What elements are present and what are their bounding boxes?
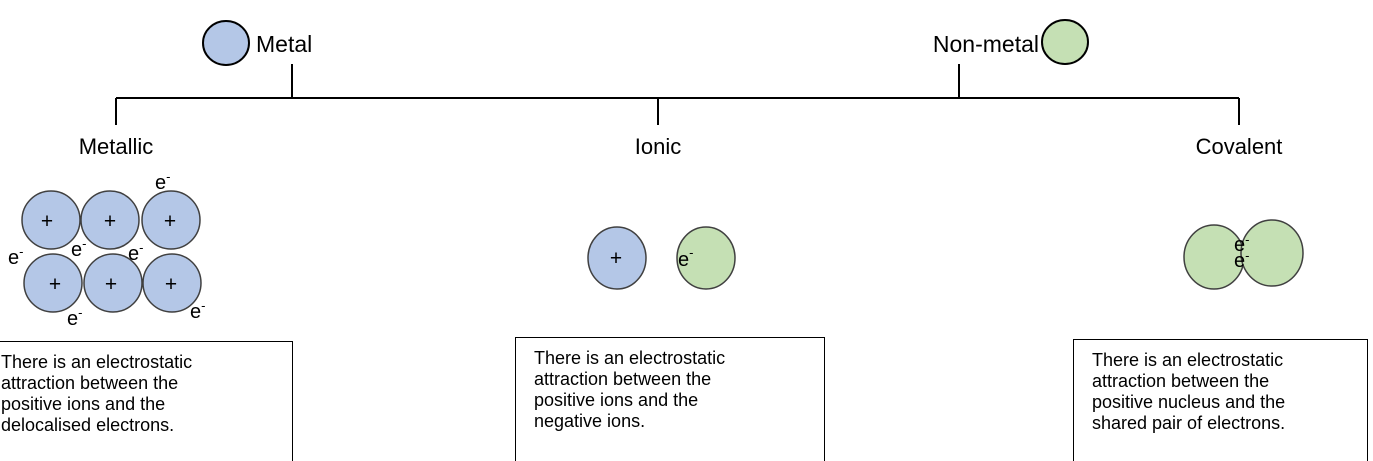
delocalised-electron: e- [71, 236, 86, 261]
ionic-pair: + e- [587, 226, 736, 290]
shared-electron: e- [1234, 248, 1249, 272]
delocalised-electron: e- [190, 298, 205, 323]
positive-charge-symbol: + [164, 210, 176, 233]
tree-connectors [115, 64, 1240, 125]
non-metal-legend-circle [1041, 19, 1089, 65]
positive-charge-symbol: + [104, 210, 116, 233]
delocalised-electron: e- [155, 169, 170, 194]
metal-ion-circle [142, 253, 202, 313]
positive-charge-symbol: + [41, 210, 53, 233]
metal-category: Metal [202, 20, 312, 66]
ionic-label: Ionic [635, 134, 681, 159]
non-metal-label: Non-metal [933, 31, 1039, 57]
positive-ion-circle [587, 226, 647, 290]
metal-legend-circle [202, 20, 250, 66]
positive-charge-symbol: + [165, 273, 177, 296]
ionic-description-box: There is an electrostatic attraction bet… [515, 337, 825, 461]
delocalised-electron: e- [128, 240, 143, 265]
non-metal-atom-circle [1240, 219, 1304, 287]
positive-charge-symbol: + [105, 273, 117, 296]
metal-ion-circle [80, 190, 140, 250]
metallic-lattice: + + + + + + e- e- e- e- e- e- [8, 169, 205, 330]
positive-charge-symbol: + [610, 247, 622, 270]
metallic-description-box: There is an electrostatic attraction bet… [0, 341, 293, 461]
non-metal-category: Non-metal [933, 19, 1089, 65]
delocalised-electron: e- [67, 305, 82, 330]
covalent-pair: e- e- [1183, 219, 1304, 290]
metal-label: Metal [256, 31, 312, 57]
positive-charge-symbol: + [49, 273, 61, 296]
metallic-label: Metallic [79, 134, 154, 159]
transferred-electron: e- [678, 245, 693, 271]
metal-ion-circle [23, 253, 83, 313]
covalent-label: Covalent [1196, 134, 1283, 159]
shared-electron: e- [1234, 232, 1249, 256]
negative-ion-circle [676, 226, 736, 290]
delocalised-electron: e- [8, 244, 23, 269]
metal-ion-circle [141, 190, 201, 250]
covalent-description-box: There is an electrostatic attraction bet… [1073, 339, 1368, 461]
metal-ion-circle [21, 190, 81, 250]
metal-ion-circle [83, 253, 143, 313]
